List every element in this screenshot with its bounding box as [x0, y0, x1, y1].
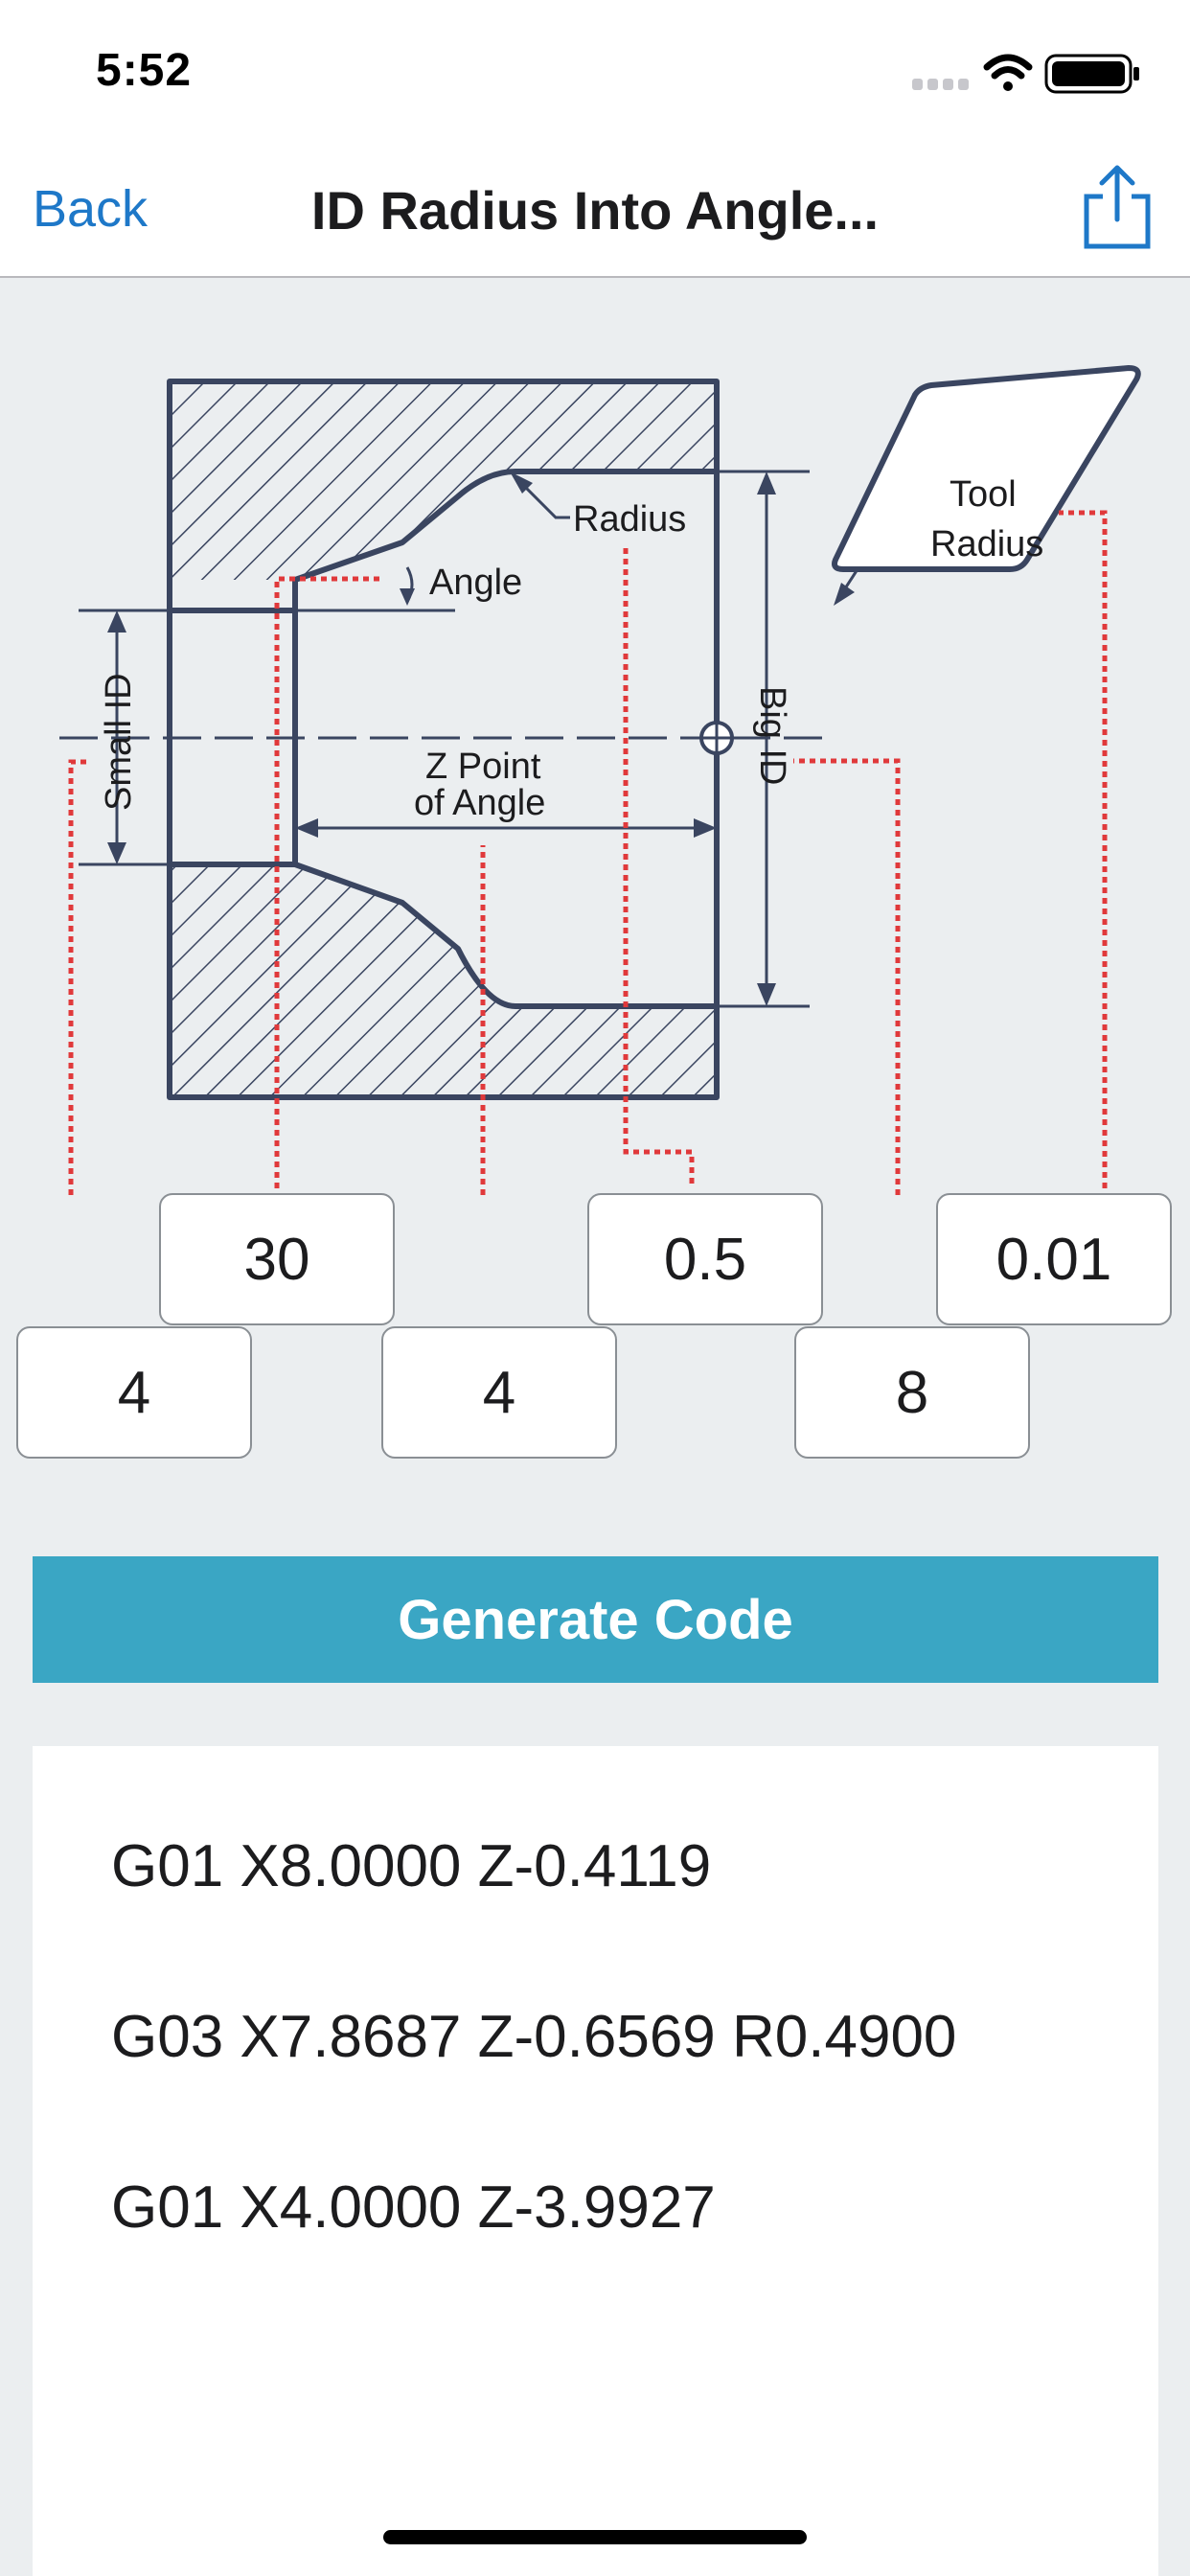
code-line: G03 X7.8687 Z-0.6569 R0.4900 [111, 2004, 957, 2070]
angle-label: Angle [429, 563, 522, 603]
big-id-label: Big ID [752, 686, 792, 785]
center-marker [699, 721, 734, 755]
small-id-label: Small ID [99, 673, 139, 811]
code-output-panel: G01 X8.0000 Z-0.4119 G03 X7.8687 Z-0.656… [33, 1746, 1158, 2576]
big-id-input[interactable] [794, 1326, 1030, 1459]
back-button[interactable]: Back [33, 180, 149, 238]
tool-insert [832, 365, 1141, 572]
z-point-label: Z Point [425, 747, 541, 787]
code-line: G01 X8.0000 Z-0.4119 [111, 1833, 712, 1899]
small-id-input[interactable] [16, 1326, 252, 1459]
tool-radius-input[interactable] [936, 1193, 1172, 1325]
z-point-input[interactable] [381, 1326, 617, 1459]
z-point-angle-label: of Angle [414, 783, 545, 823]
part-diagram: Radius Angle Tool Radius Z Point of Angl… [59, 365, 1141, 1200]
status-icons [912, 54, 1139, 94]
page-title: ID Radius Into Angle... [310, 180, 880, 241]
workpiece-material [170, 383, 717, 1097]
status-time: 5:52 [96, 45, 193, 96]
navigation-bar: Back ID Radius Into Angle... [0, 139, 1190, 278]
home-indicator[interactable] [383, 2530, 807, 2544]
wifi-icon [983, 54, 1033, 91]
tool-label: Tool [950, 474, 1017, 515]
share-icon[interactable] [1079, 164, 1156, 250]
radius-label: Radius [573, 499, 686, 540]
dimension-lines [59, 470, 896, 1008]
generate-code-button[interactable]: Generate Code [33, 1556, 1158, 1683]
tool-radius-label: Radius [930, 524, 1043, 564]
guide-lines [68, 510, 1108, 1200]
code-line: G01 X4.0000 Z-3.9927 [111, 2174, 716, 2241]
status-bar: 5:52 [0, 0, 1190, 139]
radius-input[interactable] [587, 1193, 823, 1325]
dimension-arrowheads [107, 472, 855, 1006]
cellular-signal-icon [912, 79, 969, 90]
battery-icon [1044, 54, 1139, 94]
angle-input[interactable] [159, 1193, 395, 1325]
